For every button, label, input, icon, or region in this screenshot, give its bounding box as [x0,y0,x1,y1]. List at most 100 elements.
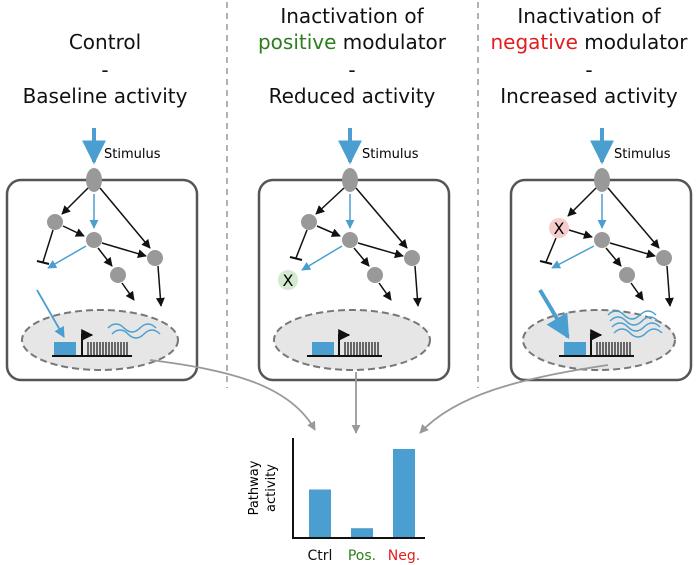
inhibit-bar [539,260,553,265]
inactivated-mark: X [283,271,294,290]
stimulus-label: Stimulus [614,147,671,162]
edge [315,187,345,215]
edge [155,265,165,307]
gene-bars [344,342,379,355]
positive-word: positive [257,30,337,54]
edge [567,187,597,217]
inhibit-edge [545,237,557,263]
mrna-wave [613,328,663,338]
inhibit-bar [289,256,303,261]
gene-bars [596,342,631,355]
inhibit-edge [42,229,54,263]
transcription-arrow [81,329,94,355]
edge [538,288,570,340]
edge [301,245,343,271]
negative-title-rest: modulator [577,30,688,54]
transcription-arrow [590,329,603,355]
stimulus-label: Stimulus [362,147,419,162]
node [110,267,126,283]
edge [551,245,595,269]
edge [605,247,622,267]
positive-title-line2: positive modulator [228,30,476,54]
bar-pos [351,528,373,537]
positive-title-rest: modulator [336,30,446,54]
mrna-wave [609,316,659,326]
node [619,267,635,283]
activity-bar-chart: Pathway activity Ctrl Pos. Neg. [247,438,425,564]
bar-neg [393,449,415,537]
promoter-block [54,342,76,355]
promoter-block [564,342,586,355]
node [594,232,610,248]
mrna-wave [107,323,157,333]
nucleus [522,309,676,371]
edge [607,187,660,249]
node [656,250,672,266]
connector-arrow-neg [419,364,609,434]
edge [316,225,341,237]
control-title: Control [68,30,142,54]
edge [609,242,656,259]
negative-title-line2: negative modulator [478,30,700,54]
inhibit-bar [36,260,50,265]
edge [36,289,65,338]
negative-word: negative [490,30,578,54]
edge [412,265,422,307]
positive-dash: - [348,58,356,82]
negative-dash: - [585,58,593,82]
negative-subtitle: Increased activity [500,84,678,108]
edge [99,187,151,249]
connector-arrow-ctrl [149,359,316,431]
edge [357,242,404,259]
edge [61,187,89,215]
negative-title: Inactivation of [517,4,661,28]
control-subtitle: Baseline activity [22,84,188,108]
positive-subtitle: Reduced activity [268,84,436,108]
positive-title: Inactivation of [280,4,424,28]
tick-label-ctrl: Ctrl [308,548,333,564]
gene-bars [87,342,128,355]
inactivated-node [549,218,569,238]
edge [378,282,392,301]
edge [97,247,113,267]
receptor-node [86,168,102,192]
edge [121,282,135,301]
control-dash: - [101,58,109,82]
edge [353,247,370,267]
edge [568,229,593,239]
edge [62,225,85,237]
node [342,232,358,248]
mrna-wave [607,310,657,320]
tick-label-pos: Pos. [348,548,376,564]
receptor-node [342,168,358,192]
stimulus-label: Stimulus [104,147,161,162]
node [301,214,317,230]
bar-ctrl [309,489,331,537]
node [367,267,383,283]
inactivated-node [278,270,298,290]
receptor-node [594,168,610,192]
inactivated-mark: X [554,219,565,238]
edge [47,245,87,269]
edge [664,265,674,307]
y-axis-label-line1: Pathway [247,460,262,515]
edge [630,282,644,301]
tick-label-neg: Neg. [388,548,420,564]
panel-positive: Stimulus X [257,128,451,382]
transcription-arrow [338,329,351,355]
inhibit-edge [295,229,308,259]
nucleus [273,309,431,371]
node [47,214,63,230]
mrna-wave [111,329,161,339]
y-axis-label-line2: activity [264,464,279,512]
panel-negative: Stimulus X [509,128,693,382]
edge [101,242,147,259]
panel-control: Stimulus [5,128,199,382]
promoter-block [312,342,334,355]
node [404,250,420,266]
node [86,232,102,248]
edge [355,187,408,249]
node [147,250,163,266]
mrna-wave [611,322,661,332]
